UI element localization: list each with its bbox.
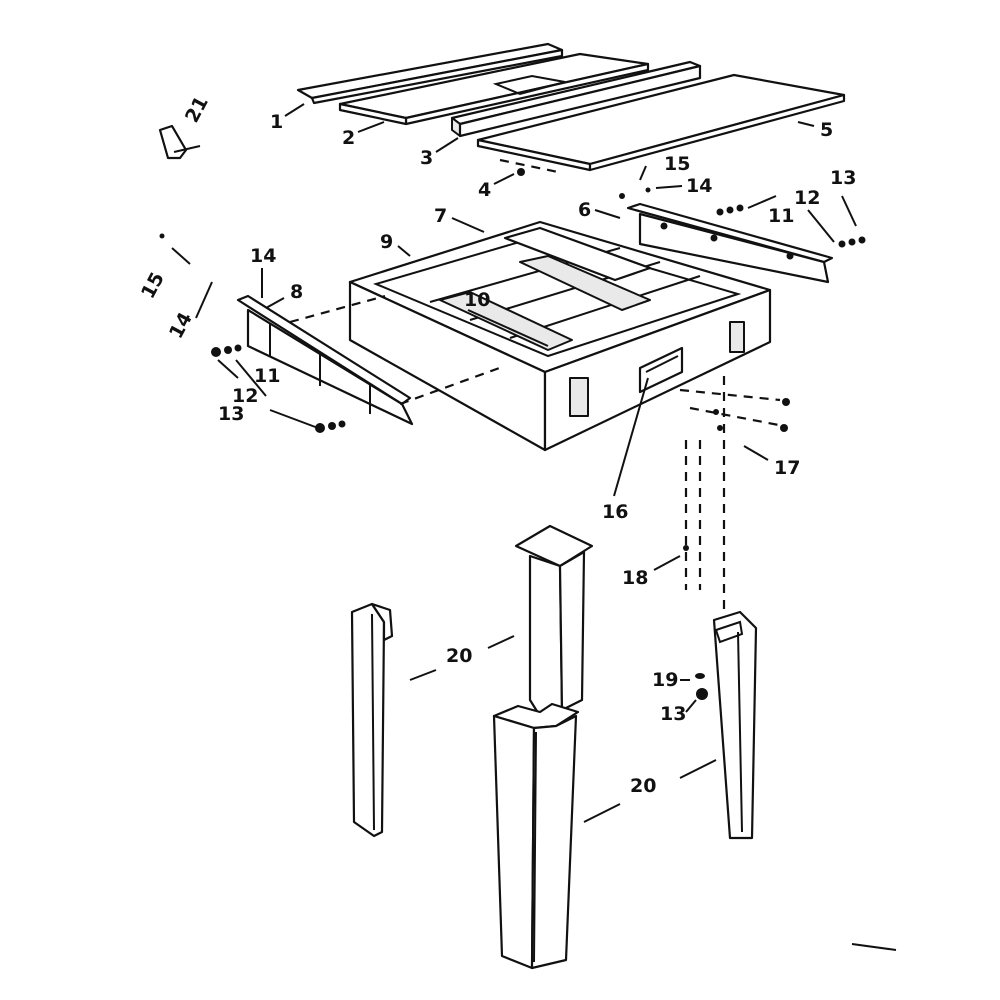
callout-13-lower: 13 [660,703,686,725]
callout-16: 16 [602,501,628,523]
callout-2: 2 [342,127,355,149]
callout-11-left: 11 [254,365,280,387]
callout-19: 19 [652,669,678,691]
callout-13-left: 13 [218,403,244,425]
part-5-table-top [476,73,846,172]
callout-6: 6 [578,199,591,221]
part-17-bolts [679,388,790,432]
callout-8: 8 [290,281,303,303]
part-4-screws [499,158,559,176]
part-10-supports [439,255,651,351]
callout-14-top: 14 [250,245,276,267]
callout-3: 3 [420,147,433,169]
part-2-insert-panel [338,52,650,126]
hardware-left [159,233,346,433]
callout-17: 17 [774,457,800,479]
callout-5: 5 [820,119,833,141]
callout-labels: 1 2 3 4 5 6 7 8 9 10 11 11 12 12 13 13 1… [137,93,856,797]
callout-11-right: 11 [768,205,794,227]
part-8-mount-lines [289,294,506,406]
callout-9: 9 [380,231,393,253]
hardware-right [619,187,866,248]
callout-1: 1 [270,111,283,133]
part-3-channel [450,60,702,138]
part-20-leg-center-top [514,524,594,718]
callout-12-right: 12 [794,187,820,209]
callout-10: 10 [464,289,490,311]
part-20-leg-left [350,602,394,838]
callout-21: 21 [181,93,213,127]
leader-lines [171,103,897,951]
part-21-clip [158,124,201,160]
callout-13-right: 13 [830,167,856,189]
part-1-rail [296,42,564,105]
callout-15-right: 15 [664,153,690,175]
callout-4: 4 [478,179,491,201]
part-6-side-bracket [626,202,834,284]
part-18-bolt [683,376,726,612]
part-20-leg-right [712,610,758,840]
part-7-rail [503,226,652,282]
callout-14-left: 14 [165,309,197,343]
part-8-side-bracket [236,294,414,426]
callout-20-lower: 20 [630,775,656,797]
callout-15-left: 15 [137,269,169,303]
callout-12-left: 12 [232,385,258,407]
part-16-handle [638,346,684,394]
part-19-13-hardware [695,673,708,700]
callout-7: 7 [434,205,447,227]
callout-20-upper: 20 [446,645,472,667]
callout-18: 18 [622,567,648,589]
part-20-leg-center-bottom [492,702,580,970]
callout-14-right: 14 [686,175,712,197]
